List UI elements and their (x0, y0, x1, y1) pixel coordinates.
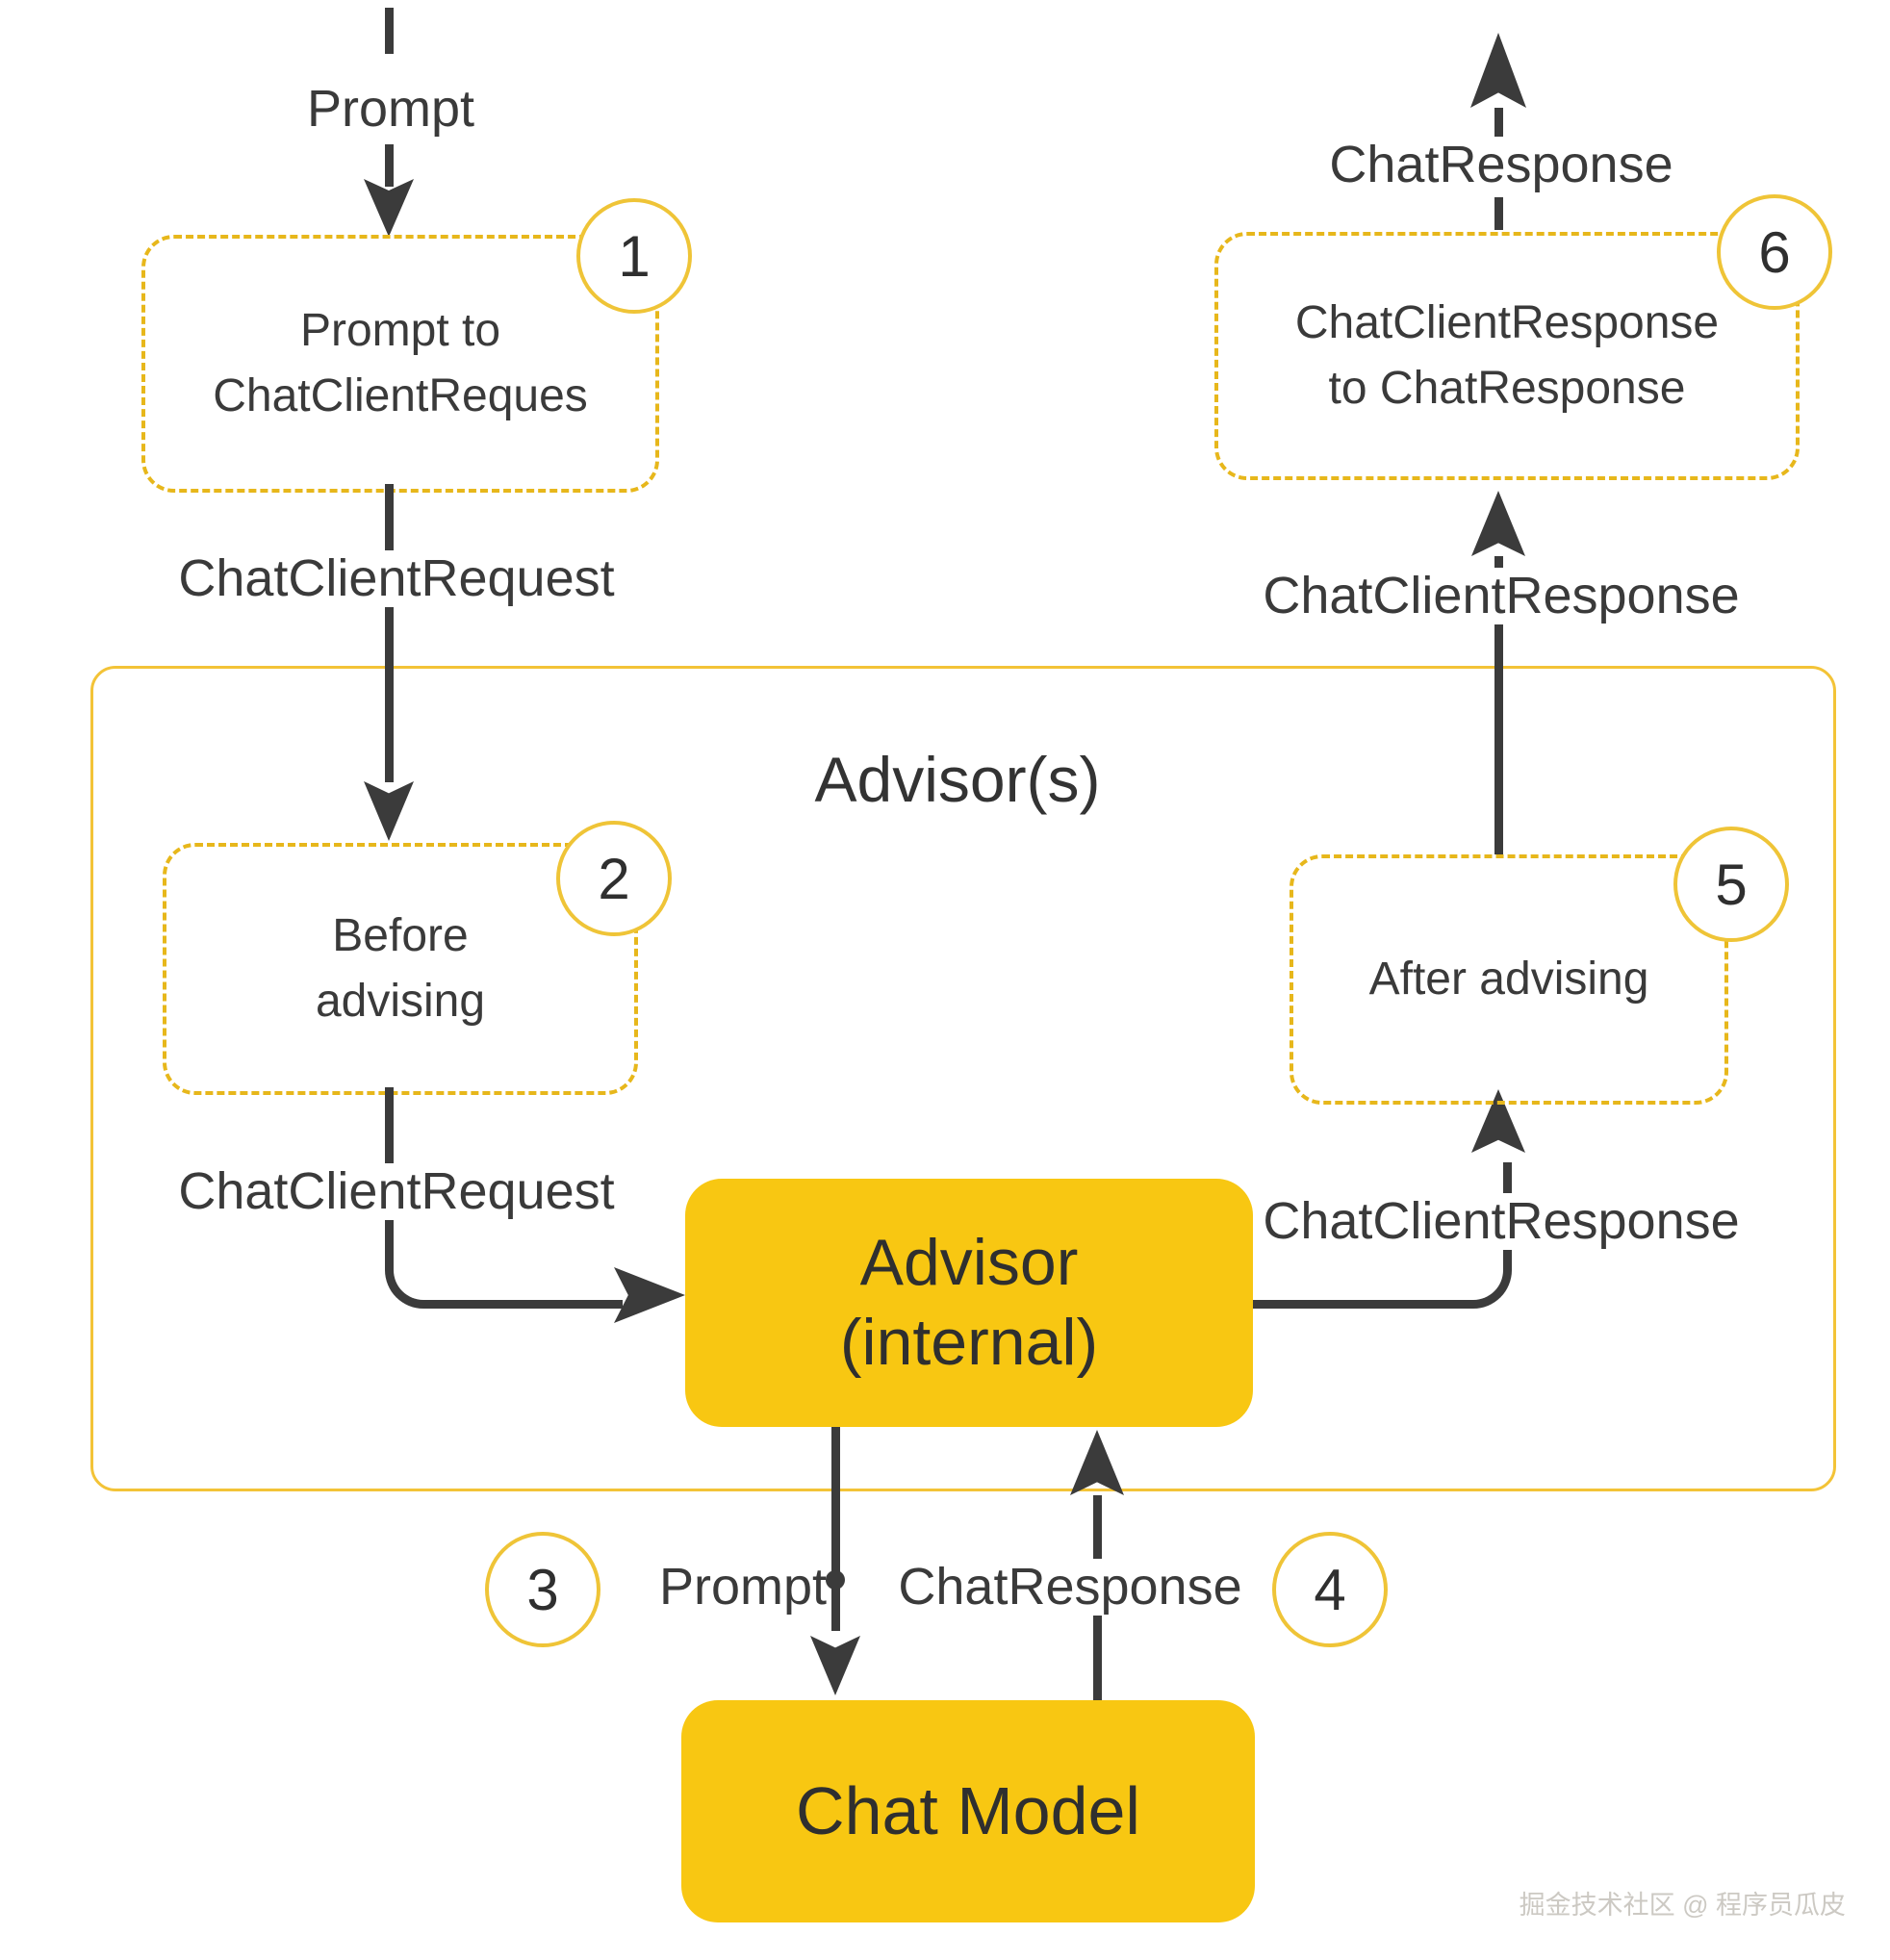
box6-top-line-segment (1494, 197, 1503, 230)
arrowhead-down-into-chatmodel (810, 1636, 860, 1695)
box2-line2: advising (315, 976, 486, 1027)
chatresponse-out-line (1494, 108, 1503, 137)
step6-badge: 6 (1717, 194, 1832, 310)
step1-prompt-to-chatclientrequest-box: Prompt to ChatClientReques (141, 235, 659, 493)
advisors-container-title: Advisor(s) (814, 744, 1101, 815)
box5-line1: After advising (1368, 953, 1649, 1005)
advisors-container-box (90, 666, 1836, 1491)
step3-badge: 3 (485, 1532, 600, 1647)
arrowhead-up-chatresponse-out (1470, 33, 1526, 108)
step5-after-advising-box: After advising (1290, 854, 1728, 1105)
step2-badge: 2 (556, 821, 672, 936)
advisor-internal-line2: (internal) (839, 1306, 1099, 1379)
box1-to-box2-line (385, 484, 394, 782)
watermark-text: 掘金技术社区 @ 程序员瓜皮 (1519, 1891, 1846, 1920)
box1-line2: ChatClientReques (213, 370, 588, 421)
arrowhead-down-into-box1 (364, 179, 414, 237)
step5-badge: 5 (1673, 827, 1789, 942)
advisor-to-chatmodel-line (831, 1427, 840, 1631)
advisor-internal-box: Advisor (internal) (685, 1179, 1253, 1427)
prompt-bottom-label: Prompt (658, 1558, 828, 1616)
box2-line1: Before (332, 909, 469, 961)
line-waypoint-dot (826, 1570, 845, 1590)
step6-chatclientresponse-to-chatresponse-box: ChatClientResponse to ChatResponse (1214, 232, 1800, 480)
chatclientresponse-label-inner: ChatClientResponse (1253, 1192, 1750, 1251)
box1-line1: Prompt to (299, 304, 501, 356)
chat-model-label: Chat Model (796, 1772, 1140, 1848)
prompt-to-box1-line (385, 144, 394, 187)
advisor-internal-line1: Advisor (859, 1226, 1079, 1300)
arrowhead-up-into-box6 (1471, 491, 1525, 556)
step4-badge: 4 (1272, 1532, 1388, 1647)
chatclientresponse-label-outer: ChatClientResponse (1253, 567, 1750, 625)
prompt-top-label: Prompt (296, 80, 485, 139)
chatclientrequest-label-2: ChatClientRequest (168, 1162, 625, 1221)
box5-to-box6-line (1494, 556, 1503, 854)
chatresponse-top-label: ChatResponse (1319, 136, 1683, 194)
chat-model-box: Chat Model (681, 1700, 1255, 1922)
chatresponse-bottom-label: ChatResponse (888, 1558, 1252, 1616)
step1-badge: 1 (576, 198, 692, 314)
box6-line2: to ChatResponse (1328, 363, 1686, 414)
chatclientrequest-label-1: ChatClientRequest (168, 549, 625, 608)
box6-line1: ChatClientResponse (1294, 296, 1720, 348)
incoming-prompt-line-segment (385, 8, 394, 54)
